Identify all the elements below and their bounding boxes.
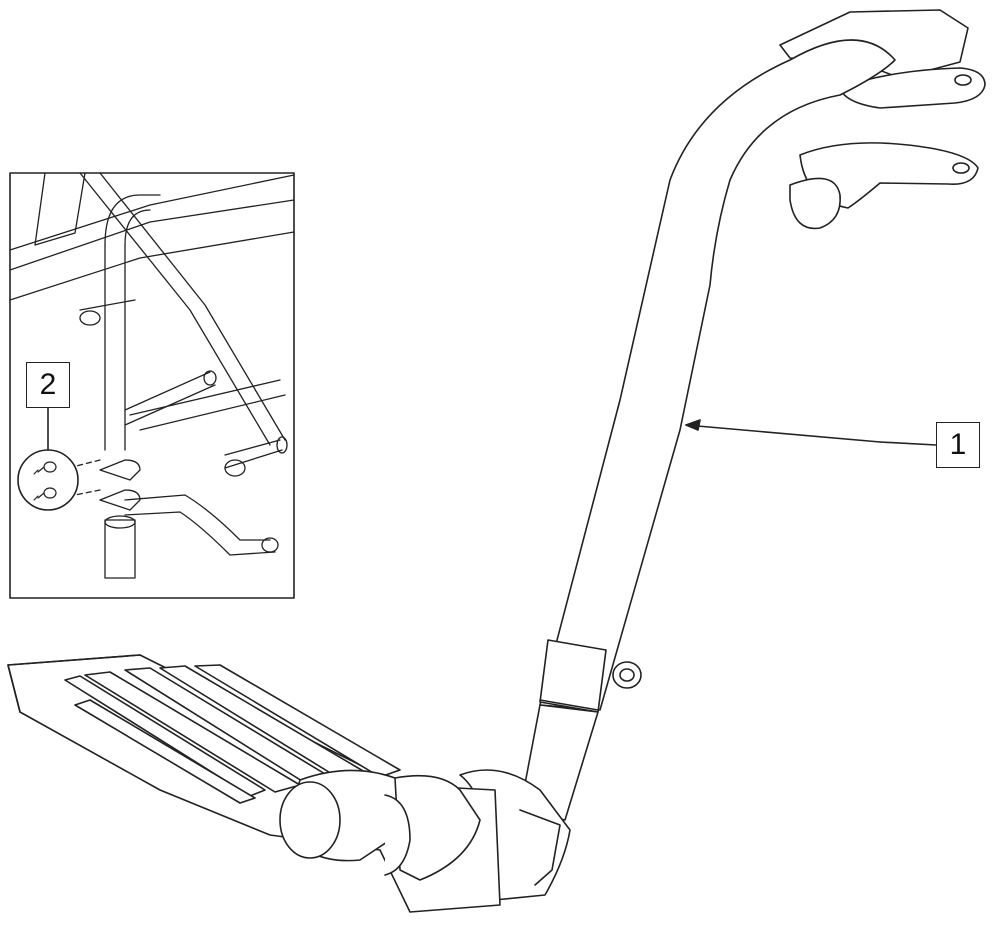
hanger-tube — [539, 39, 896, 711]
callout-1-label: 1 — [936, 422, 980, 468]
hardware-detail-circle — [17, 449, 79, 511]
callout-1-leader — [685, 419, 937, 446]
footplate — [7, 654, 501, 913]
callout-2-label: 2 — [26, 362, 70, 408]
footrest-hanger-assembly — [459, 9, 986, 901]
upper-mount-bracket — [779, 9, 986, 230]
pivot-cylinder — [279, 769, 481, 881]
adjustment-knob — [612, 661, 642, 689]
